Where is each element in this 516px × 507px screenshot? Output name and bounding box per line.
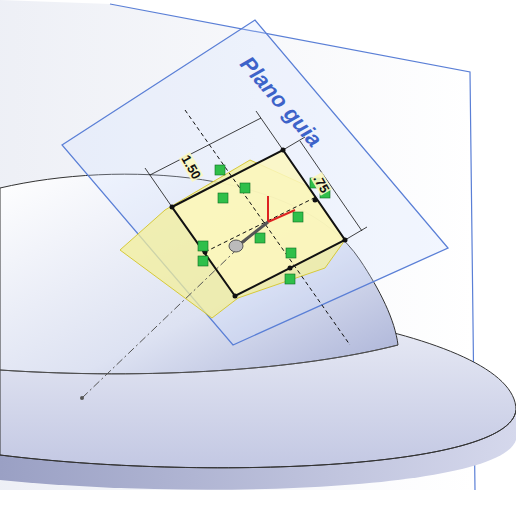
cad-viewport: {"diagram": {"labels": ["Plano guia", "1… — [0, 0, 516, 507]
